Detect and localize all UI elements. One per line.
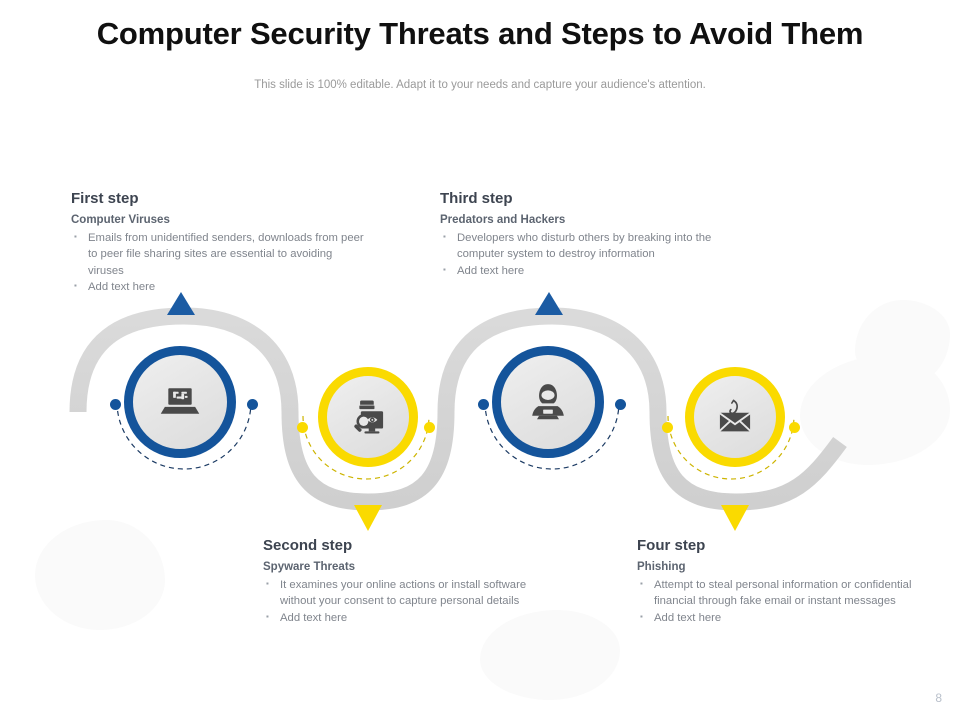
- step-bullets-3: Developers who disturb others by breakin…: [440, 229, 740, 279]
- arc-endpoint-dot-left-2: [297, 422, 308, 433]
- list-item: Emails from unidentified senders, downlo…: [71, 229, 371, 279]
- step-subtitle-2: Spyware Threats: [263, 561, 356, 573]
- step-subtitle-1: Computer Viruses: [71, 214, 170, 226]
- step-subtitle-4: Phishing: [637, 561, 686, 573]
- step-node-3[interactable]: [492, 346, 604, 458]
- arc-endpoint-dot-right-1: [247, 399, 258, 410]
- list-item: It examines your online actions or insta…: [263, 576, 563, 610]
- spyware-monitor-magnifier-icon: [354, 400, 384, 434]
- step-text-block-3: Third step Predators and Hackers Develop…: [440, 189, 740, 279]
- step-text-block-1: First step Computer Viruses Emails from …: [71, 189, 371, 296]
- step-node-1[interactable]: [124, 346, 236, 458]
- hacker-hoodie-icon: [532, 384, 564, 420]
- step-title-4: Four step: [637, 537, 706, 554]
- step-text-block-4: Four step Phishing Attempt to steal pers…: [637, 536, 937, 626]
- step-title-3: Third step: [440, 190, 513, 207]
- step-title-1: First step: [71, 190, 139, 207]
- step-node-4[interactable]: [685, 367, 785, 467]
- laptop-virus-icon: [160, 388, 200, 414]
- arc-endpoint-dot-left-1: [110, 399, 121, 410]
- arc-endpoint-dot-left-3: [478, 399, 489, 410]
- pointer-triangle-1: [167, 292, 195, 315]
- slide-subtitle: This slide is 100% editable. Adapt it to…: [254, 79, 706, 91]
- step-title-2: Second step: [263, 537, 353, 554]
- slide-title: Computer Security Threats and Steps to A…: [96, 16, 864, 51]
- pointer-triangle-4: [721, 505, 749, 531]
- list-item: Add text here: [440, 262, 740, 279]
- arc-endpoint-dot-left-4: [662, 422, 673, 433]
- ribbon-path-group: [69, 307, 847, 511]
- pointer-triangle-3: [535, 292, 563, 315]
- list-item: Add text here: [71, 278, 371, 295]
- arc-endpoint-dot-right-2: [424, 422, 435, 433]
- list-item: Attempt to steal personal information or…: [637, 576, 937, 610]
- step-subtitle-3: Predators and Hackers: [440, 214, 566, 226]
- list-item: Developers who disturb others by breakin…: [440, 229, 740, 263]
- step-node-2[interactable]: [318, 367, 418, 467]
- page-number: 8: [935, 691, 942, 705]
- step-bullets-2: It examines your online actions or insta…: [263, 576, 563, 626]
- list-item: Add text here: [637, 609, 937, 626]
- pointer-triangle-2: [354, 505, 382, 531]
- wave-connector-graphic: [69, 307, 847, 511]
- list-item: Add text here: [263, 609, 563, 626]
- arc-endpoint-dot-right-3: [615, 399, 626, 410]
- step-text-block-2: Second step Spyware Threats It examines …: [263, 536, 563, 626]
- step-bullets-4: Attempt to steal personal information or…: [637, 576, 937, 626]
- phishing-envelope-hook-icon: [719, 399, 751, 432]
- step-bullets-1: Emails from unidentified senders, downlo…: [71, 229, 371, 296]
- arc-endpoint-dot-right-4: [789, 422, 800, 433]
